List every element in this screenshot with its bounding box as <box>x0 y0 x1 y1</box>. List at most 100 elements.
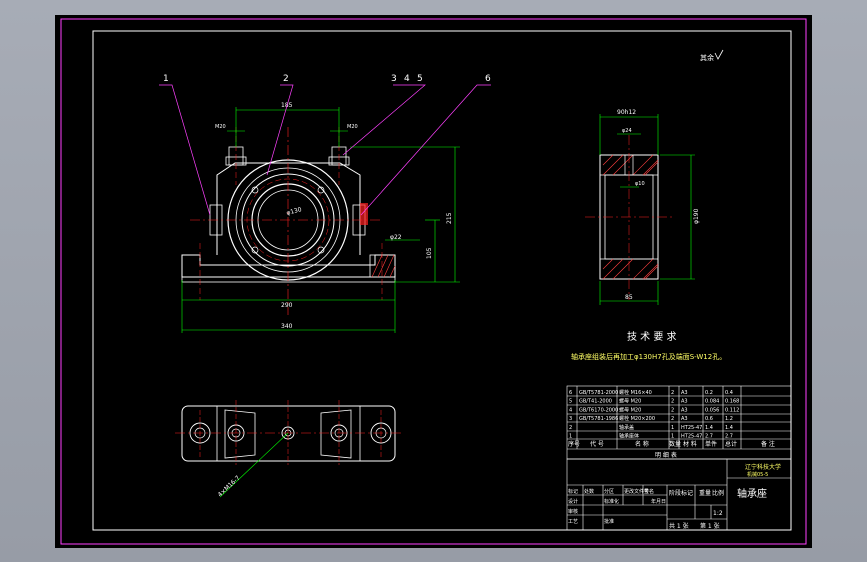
svg-text:第 1 张: 第 1 张 <box>700 522 720 530</box>
section-view-dim-text: 90h12 φ24 φ10 φ190 85 <box>617 109 700 301</box>
bom-cell: 2 <box>671 399 674 405</box>
svg-text:工艺: 工艺 <box>568 519 578 525</box>
svg-text:5: 5 <box>417 74 423 84</box>
svg-text:单件: 单件 <box>705 440 717 448</box>
bom-cell: 2.7 <box>725 434 733 440</box>
bom-cell: 0.056 <box>705 407 719 413</box>
title-block <box>566 458 792 531</box>
drawing-canvas[interactable]: 其余 <box>55 15 812 548</box>
bom-cell: 1.4 <box>725 425 733 431</box>
bom-cell: 0.4 <box>725 390 733 396</box>
bom-cell: 1 <box>569 434 572 440</box>
bom-cell: 4 <box>569 407 572 413</box>
bom-cell: 0.168 <box>725 399 739 405</box>
svg-text:数量: 数量 <box>669 440 681 448</box>
bom-cell: HT25-47 <box>681 434 702 440</box>
svg-text:1:2: 1:2 <box>713 510 723 517</box>
part-balloons: 1 2 3 4 5 6 <box>159 74 491 216</box>
svg-text:标记: 标记 <box>568 488 578 495</box>
bom-cell: 0.6 <box>705 416 713 422</box>
svg-text:标准化: 标准化 <box>604 498 619 505</box>
svg-text:90h12: 90h12 <box>617 109 636 116</box>
tech-requirements-note: 轴承座组装后再加工φ130H7孔及端面S-W12孔。 <box>571 352 726 361</box>
bom-cell: 1.2 <box>725 416 733 422</box>
svg-text:4: 4 <box>404 74 410 84</box>
bom-cell: 1.4 <box>705 425 713 431</box>
bom-cell: 轴承座体 <box>619 433 639 440</box>
bom-cell: 2 <box>671 416 674 422</box>
bom-cell: 1 <box>671 434 674 440</box>
bom-cell: HT25-47 <box>681 425 702 431</box>
svg-text:分区: 分区 <box>604 488 614 495</box>
svg-text:290: 290 <box>281 302 293 309</box>
svg-text:共 1 张: 共 1 张 <box>669 522 689 530</box>
bom-cell: 3 <box>569 416 572 422</box>
svg-text:85: 85 <box>625 294 633 301</box>
bom-cell: A3 <box>681 416 688 422</box>
svg-text:批准: 批准 <box>604 518 614 525</box>
plan-view: 4×M16-7 <box>175 400 403 498</box>
bom-cell: 2.7 <box>705 434 713 440</box>
drawing-sheet[interactable]: 其余 <box>55 15 812 548</box>
title-block-text: 辽宁科技大学 机械05-5 轴承座 阶段标记 重量 比例 1:2 共 1 张 第… <box>568 463 781 530</box>
svg-text:105: 105 <box>426 247 433 259</box>
svg-text:阶段标记: 阶段标记 <box>669 489 693 497</box>
svg-text:轴承座: 轴承座 <box>737 487 767 500</box>
bom-cell: GB/T5781-2000 <box>579 390 618 396</box>
svg-text:更改文件号: 更改文件号 <box>624 488 649 495</box>
svg-text:年月日: 年月日 <box>651 498 666 505</box>
bom-cell: 0.2 <box>705 390 713 396</box>
svg-text:6: 6 <box>485 74 491 84</box>
svg-text:其余: 其余 <box>700 53 714 62</box>
svg-text:4×M16-7: 4×M16-7 <box>217 474 242 498</box>
svg-text:φ190: φ190 <box>693 208 700 224</box>
svg-text:215: 215 <box>446 212 453 224</box>
front-view <box>181 127 396 315</box>
svg-text:备 注: 备 注 <box>761 440 775 448</box>
bom-cell: 6 <box>569 390 572 396</box>
bom-cell: A3 <box>681 407 688 413</box>
bom-cell: 2 <box>671 407 674 413</box>
svg-text:审核: 审核 <box>568 508 578 515</box>
bom-cell: 螺母 M20 <box>619 398 641 405</box>
svg-text:材 料: 材 料 <box>683 440 697 448</box>
svg-text:重量: 重量 <box>699 489 711 497</box>
outer-border <box>60 18 807 545</box>
svg-text:φ22: φ22 <box>390 234 402 241</box>
svg-text:φ10: φ10 <box>635 181 645 187</box>
bom-cell: GB/T5781-1986 <box>579 416 618 422</box>
svg-text:φ130: φ130 <box>286 206 303 217</box>
svg-text:1: 1 <box>163 74 169 84</box>
svg-text:φ24: φ24 <box>622 128 632 134</box>
svg-text:明 细 表: 明 细 表 <box>655 451 677 459</box>
bom-cell: A3 <box>681 399 688 405</box>
bom-cell: A3 <box>681 390 688 396</box>
bom-cell: GB/T41-2000 <box>579 399 612 405</box>
bom-cell: GB/T6170-2000 <box>579 407 618 413</box>
bom-cell: 螺栓 M16×40 <box>619 389 652 396</box>
section-view <box>585 135 675 300</box>
bom-cell: 2 <box>671 390 674 396</box>
svg-text:签名: 签名 <box>644 488 654 495</box>
roughness-symbol: 其余 <box>700 49 724 62</box>
bom-header: 序号 代 号 名 称 数量 材 料 单件 总计 备 注 明 细 表 <box>568 440 775 459</box>
section-view-dimensions <box>599 114 695 305</box>
bom-cell: 0.112 <box>725 407 739 413</box>
svg-text:3: 3 <box>391 74 397 84</box>
bom-cell: 1 <box>671 425 674 431</box>
tech-requirements-title: 技 术 要 求 <box>627 330 677 343</box>
svg-text:比例: 比例 <box>712 489 724 497</box>
svg-text:名 称: 名 称 <box>635 440 649 448</box>
inner-frame <box>92 30 792 531</box>
svg-text:机械05-5: 机械05-5 <box>747 471 768 478</box>
svg-text:处数: 处数 <box>584 488 594 495</box>
svg-text:总计: 总计 <box>725 440 737 448</box>
bom-table <box>566 385 792 460</box>
svg-text:设计: 设计 <box>568 498 578 505</box>
svg-text:辽宁科技大学: 辽宁科技大学 <box>745 463 781 471</box>
bom-cell: 螺母 M20 <box>619 406 641 413</box>
svg-text:序号: 序号 <box>568 440 580 448</box>
svg-text:代 号: 代 号 <box>590 440 604 448</box>
